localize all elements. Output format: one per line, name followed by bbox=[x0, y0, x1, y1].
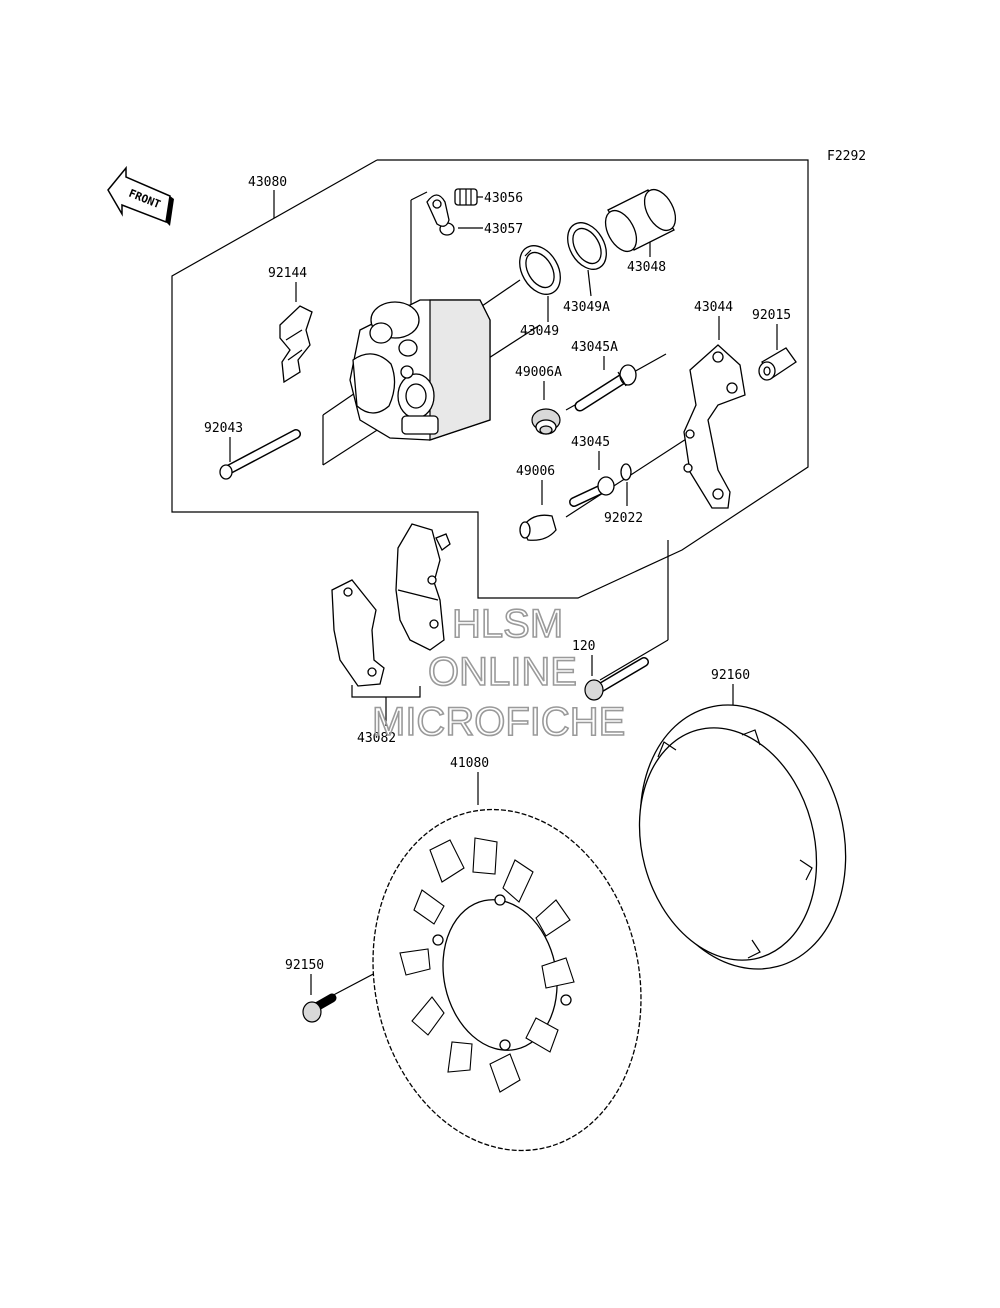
callout-43080: 43080 bbox=[248, 175, 287, 190]
callout-92043: 92043 bbox=[204, 421, 243, 436]
callout-92144: 92144 bbox=[268, 266, 307, 281]
callout-43082: 43082 bbox=[357, 731, 396, 746]
callout-43049: 43049 bbox=[520, 324, 559, 339]
callout-43045A: 43045A bbox=[571, 340, 618, 355]
caliper-assembly-outline bbox=[171, 159, 809, 599]
figure-code: F2292 bbox=[827, 149, 866, 164]
callout-49006: 49006 bbox=[516, 464, 555, 479]
bracket-43044 bbox=[683, 344, 746, 509]
callout-43056: 43056 bbox=[484, 191, 523, 206]
disc-bolt-92150 bbox=[302, 993, 337, 1023]
callout-43048: 43048 bbox=[627, 260, 666, 275]
bolt-120 bbox=[584, 657, 649, 701]
spring-92144 bbox=[279, 305, 313, 384]
brake-pads-43082 bbox=[331, 523, 451, 687]
callout-43049A: 43049A bbox=[563, 300, 610, 315]
callout-43045: 43045 bbox=[571, 435, 610, 450]
watermark-line-3: MICROFICHE bbox=[372, 700, 625, 744]
callout-92015: 92015 bbox=[752, 308, 791, 323]
callout-92022: 92022 bbox=[604, 511, 643, 526]
ring-92022 bbox=[620, 463, 632, 481]
watermark-line-1: HLSM bbox=[452, 602, 563, 646]
watermark: HLSM ONLINE MICROFICHE bbox=[371, 601, 626, 745]
callout-43057: 43057 bbox=[484, 222, 523, 237]
callout-92160: 92160 bbox=[711, 668, 750, 683]
brake-disc-41080 bbox=[372, 808, 642, 1152]
collar-92015 bbox=[758, 347, 797, 381]
bleed-valve-43056 bbox=[454, 188, 478, 206]
callout-labels: 43080 43056 43057 43048 92144 43049A 430… bbox=[204, 175, 791, 973]
front-arrow-icon: FRONT bbox=[107, 165, 174, 226]
piston-43048 bbox=[604, 188, 677, 253]
pin-92043 bbox=[219, 429, 301, 480]
callout-41080: 41080 bbox=[450, 756, 489, 771]
caliper-body bbox=[349, 299, 491, 441]
callout-43044: 43044 bbox=[694, 300, 733, 315]
slide-pin-43045 bbox=[569, 476, 615, 507]
wheel-ring-92160 bbox=[638, 704, 847, 970]
banjo-fitting bbox=[426, 194, 450, 227]
callout-120: 120 bbox=[572, 639, 595, 654]
callout-92150: 92150 bbox=[285, 958, 324, 973]
watermark-line-2: ONLINE bbox=[428, 650, 577, 694]
callout-49006A: 49006A bbox=[515, 365, 562, 380]
seal-43049A bbox=[567, 222, 607, 270]
seal-43049 bbox=[519, 245, 561, 295]
slide-pin-43045A bbox=[574, 364, 637, 412]
boot-49006 bbox=[519, 514, 557, 541]
boot-49006A bbox=[531, 408, 561, 435]
